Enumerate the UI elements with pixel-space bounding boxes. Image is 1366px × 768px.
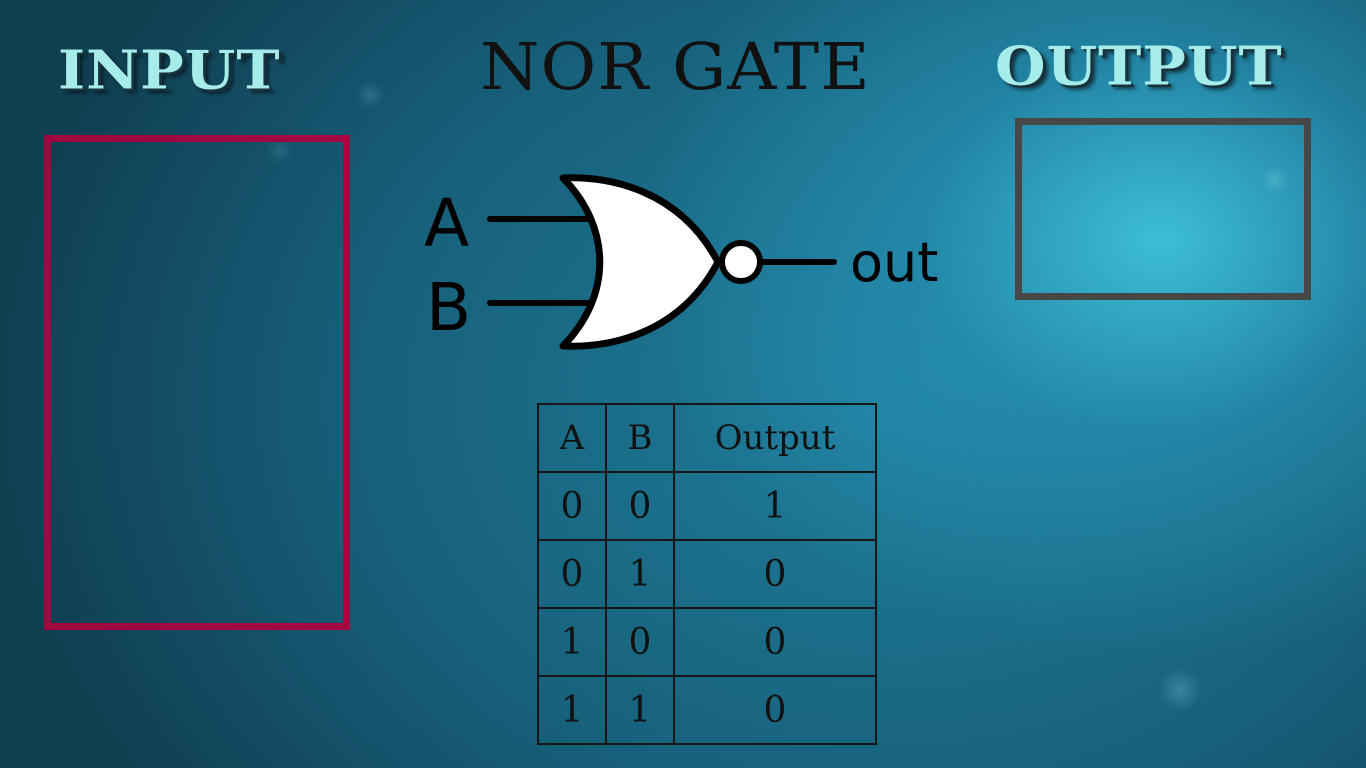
output-label: out (850, 231, 938, 294)
table-row: 0 0 1 (537, 471, 877, 541)
nor-gate-body (559, 174, 722, 350)
cell-a: 1 (537, 607, 607, 677)
cell-b: 0 (605, 607, 675, 677)
cell-a: 0 (537, 539, 607, 609)
header-b: B (605, 403, 675, 473)
input-a-label: A (424, 185, 469, 262)
cell-output: 1 (673, 471, 877, 541)
input-heading: INPUT (58, 38, 281, 102)
cell-b: 0 (605, 471, 675, 541)
cell-output: 0 (673, 539, 877, 609)
output-drop-area[interactable] (1015, 118, 1311, 300)
input-b-label: B (426, 269, 471, 346)
inverter-bubble (719, 240, 763, 284)
truth-table: A B Output 0 0 1 0 1 0 1 0 0 1 1 0 (537, 403, 877, 745)
cell-output: 0 (673, 607, 877, 677)
cell-b: 1 (605, 539, 675, 609)
cell-output: 0 (673, 675, 877, 745)
page-title: NOR GATE (480, 29, 871, 106)
table-row: 1 0 0 (537, 607, 877, 677)
table-row: 0 1 0 (537, 539, 877, 609)
header-a: A (537, 403, 607, 473)
input-drop-area[interactable] (44, 135, 350, 630)
cell-a: 0 (537, 471, 607, 541)
table-row: 1 1 0 (537, 675, 877, 745)
output-heading: OUTPUT (995, 34, 1283, 98)
truth-table-header-row: A B Output (537, 403, 877, 473)
header-output: Output (673, 403, 877, 473)
cell-b: 1 (605, 675, 675, 745)
cell-a: 1 (537, 675, 607, 745)
